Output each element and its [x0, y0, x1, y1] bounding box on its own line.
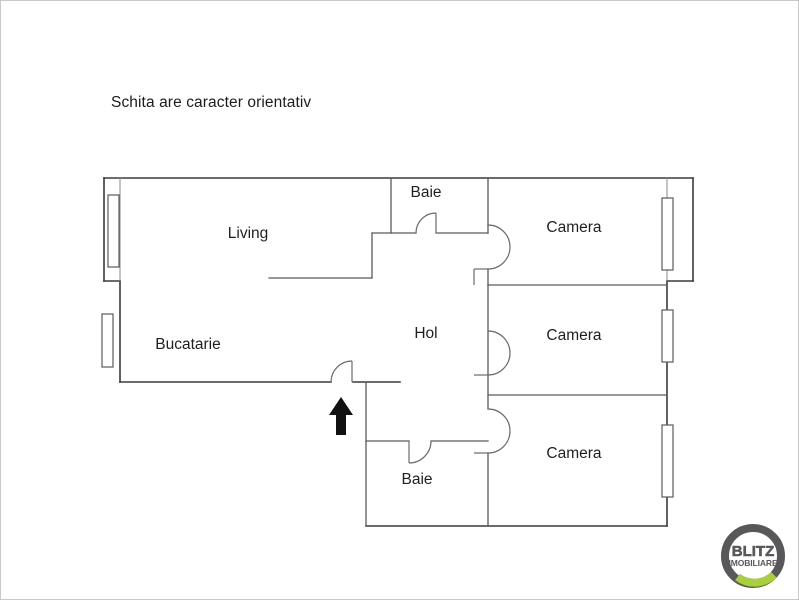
window-left-bucatarie	[101, 313, 114, 368]
blitz-imobiliare-logo: BLITZ IMOBILIARE	[721, 524, 785, 588]
interior-walls	[268, 177, 668, 527]
door-arc-camera-3	[487, 408, 511, 454]
room-label-baie-top: Baie	[410, 184, 441, 201]
room-label-hol: Hol	[414, 325, 437, 342]
door-arc-baie-bottom	[408, 440, 432, 464]
logo-text-imobiliare: IMOBILIARE	[728, 558, 777, 568]
page-title: Schita are caracter orientativ	[111, 94, 312, 111]
room-label-camera-3: Camera	[546, 445, 602, 462]
room-label-living: Living	[228, 225, 269, 242]
room-label-baie-bottom: Baie	[401, 471, 432, 488]
logo-text-blitz: BLITZ	[732, 543, 775, 560]
window-right-camera-1	[661, 197, 674, 271]
room-label-bucatarie: Bucatarie	[155, 336, 220, 353]
entrance-arrow	[329, 397, 353, 435]
window-right-camera-2	[661, 309, 674, 363]
windows	[101, 194, 674, 498]
door-arc-camera-1	[487, 224, 511, 270]
door-arc-camera-2	[487, 330, 511, 376]
door-arc-baie-top	[415, 212, 437, 234]
room-label-camera-2: Camera	[546, 327, 602, 344]
door-arc-entrance	[330, 360, 353, 383]
window-left-living	[107, 194, 120, 268]
entrance-arrow-glyph	[329, 397, 353, 435]
door-arcs	[330, 212, 511, 464]
logo-accent-arc	[735, 571, 777, 587]
window-right-camera-3	[661, 424, 674, 498]
room-label-camera-1: Camera	[546, 219, 602, 236]
